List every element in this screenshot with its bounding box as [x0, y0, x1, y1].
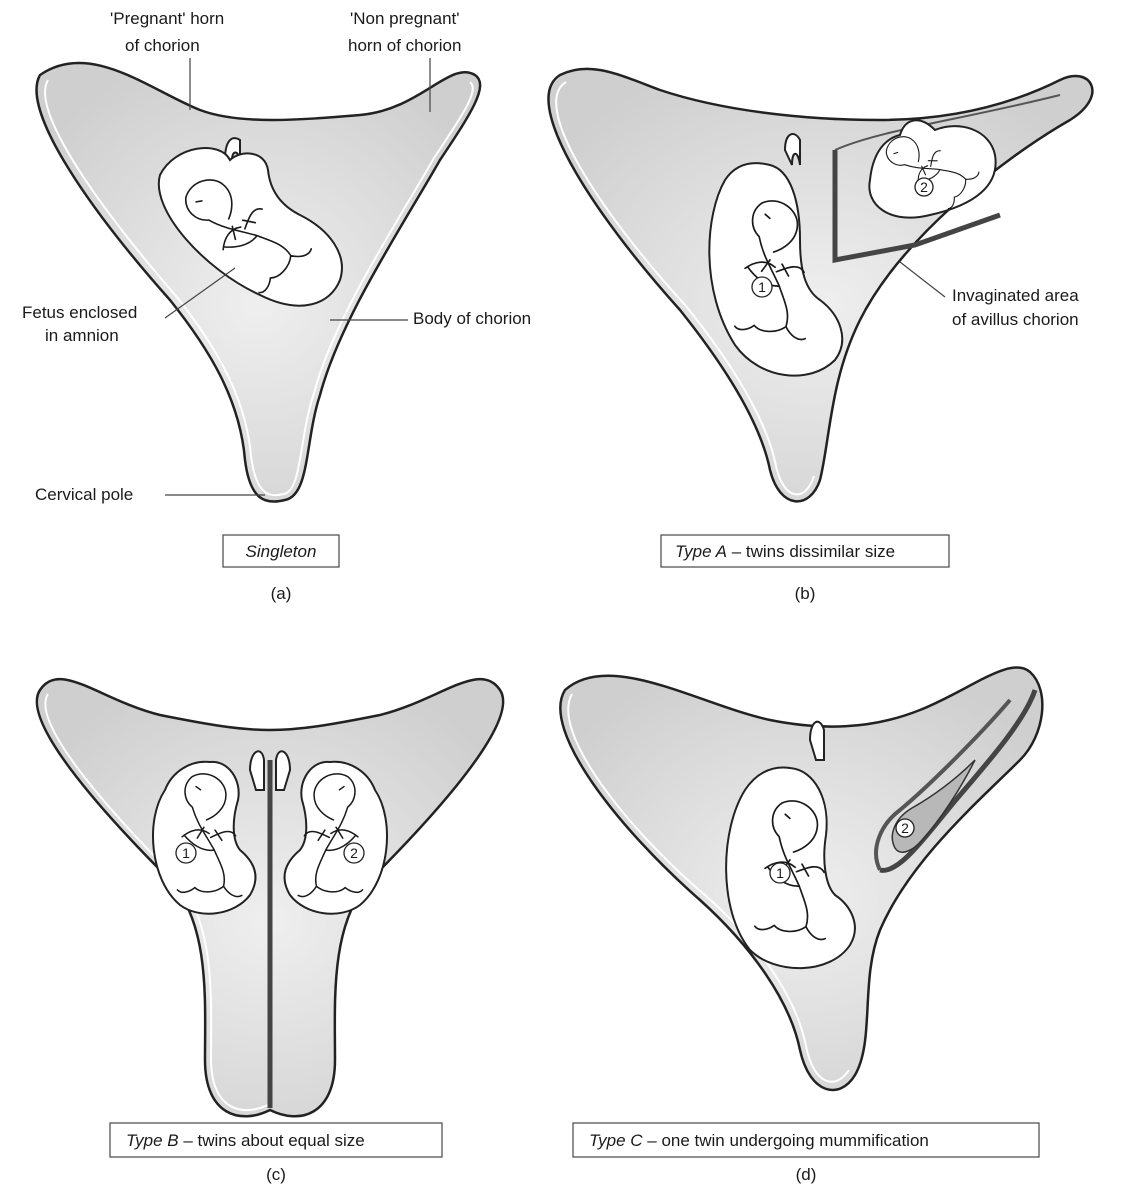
twin-1-number: 1: [758, 279, 766, 295]
caption-c-rest: – twins about equal size: [179, 1131, 365, 1150]
label-nonpregnant-horn-2: horn of chorion: [348, 36, 461, 55]
twin-2-number: 2: [350, 845, 358, 861]
label-invaginated-2: of avillus chorion: [952, 310, 1079, 329]
panel-d: 1 2 Type C – one twin undergoing mummifi…: [560, 667, 1042, 1184]
caption-c: Type B – twins about equal size: [126, 1131, 365, 1150]
caption-a: Singleton: [246, 542, 317, 561]
letter-a: (a): [271, 584, 292, 603]
panel-b: 1 2 Invaginated area of avillus chorion …: [548, 69, 1092, 603]
twin-2-number: 2: [920, 179, 928, 195]
caption-d-rest: – one twin undergoing mummification: [643, 1131, 929, 1150]
label-nonpregnant-horn-1: 'Non pregnant': [350, 9, 460, 28]
leader-invaginated: [900, 262, 945, 297]
caption-d: Type C – one twin undergoing mummificati…: [589, 1131, 929, 1150]
twin-1-number: 1: [182, 845, 190, 861]
caption-b: Type A – twins dissimilar size: [675, 542, 895, 561]
panel-c: 1 2 Type B – twins about equal size (c): [37, 679, 503, 1184]
label-pregnant-horn-1: 'Pregnant' horn: [110, 9, 224, 28]
caption-b-rest: – twins dissimilar size: [727, 542, 895, 561]
label-invaginated-1: Invaginated area: [952, 286, 1079, 305]
panel-a: 'Pregnant' horn of chorion 'Non pregnant…: [22, 9, 531, 603]
caption-type-b: Type B: [126, 1131, 179, 1150]
label-cervical-pole: Cervical pole: [35, 485, 133, 504]
caption-type-a: Type A: [675, 542, 727, 561]
caption-type-c: Type C: [589, 1131, 643, 1150]
twin-1-number: 1: [776, 865, 784, 881]
letter-c: (c): [266, 1165, 286, 1184]
twin-2-number: 2: [901, 820, 909, 836]
letter-b: (b): [795, 584, 816, 603]
label-pregnant-horn-2: of chorion: [125, 36, 200, 55]
letter-d: (d): [796, 1165, 817, 1184]
label-fetus-1: Fetus enclosed: [22, 303, 137, 322]
label-body-of-chorion: Body of chorion: [413, 309, 531, 328]
label-fetus-2: in amnion: [45, 326, 119, 345]
